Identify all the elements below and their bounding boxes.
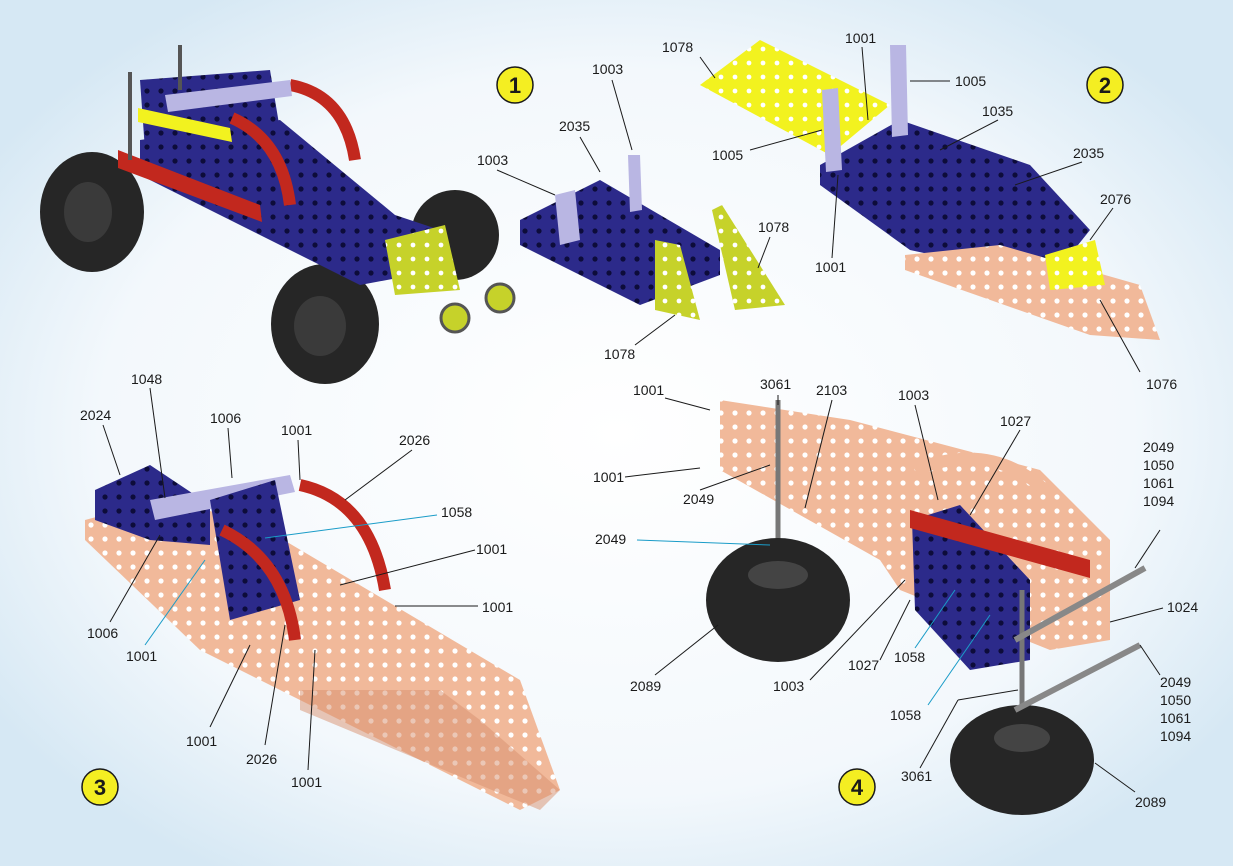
- part-label: 1001: [476, 541, 507, 557]
- step-badge-4: [838, 768, 876, 806]
- step-number-2: 2: [1099, 73, 1111, 98]
- step-badge-3: [81, 768, 119, 806]
- part-label: 3061: [901, 768, 932, 784]
- step-2-group: 2: [700, 40, 1160, 340]
- step4-navy-lattice: [912, 505, 1030, 670]
- part-label: 1027: [1000, 413, 1031, 429]
- part-label: 1003: [773, 678, 804, 694]
- step-number-1: 1: [509, 73, 521, 98]
- part-label: 1001: [815, 259, 846, 275]
- leader-lines: [102, 46, 1164, 793]
- step2-navy-plate: [820, 120, 1090, 280]
- part-label: 1078: [758, 219, 789, 235]
- part-label: 1027: [848, 657, 879, 673]
- chassis-red-arch-1: [288, 79, 361, 162]
- part-label: 1024: [1167, 599, 1198, 615]
- chassis-red-arch-2: [229, 112, 296, 206]
- part-label: 1001: [281, 422, 312, 438]
- part-label: 1006: [87, 625, 118, 641]
- part-label: 1003: [592, 61, 623, 77]
- part-label: 1006: [210, 410, 241, 426]
- part-label: 1001: [593, 469, 624, 485]
- part-label: 2076: [1100, 191, 1131, 207]
- part-label: 1001: [633, 382, 664, 398]
- step-1-group: 1: [496, 66, 785, 320]
- step-badge-1: [496, 66, 534, 104]
- part-label: 2089: [630, 678, 661, 694]
- step2-yellow-plate: [700, 40, 890, 155]
- part-label: 1058: [890, 707, 921, 723]
- part-label: 1061: [1143, 475, 1174, 491]
- part-label: 1061: [1160, 710, 1191, 726]
- part-label: 1001: [482, 599, 513, 615]
- chassis-yellow-strip: [138, 108, 232, 142]
- part-label: 2049: [1160, 674, 1191, 690]
- part-label: 1001: [845, 30, 876, 46]
- assembled-vehicle: [40, 45, 516, 384]
- front-small-wheel-2: [484, 282, 516, 314]
- part-label: 1094: [1160, 728, 1191, 744]
- part-label: 1094: [1143, 493, 1174, 509]
- part-label: 2103: [816, 382, 847, 398]
- part-label: 1058: [441, 504, 472, 520]
- part-label: 1001: [126, 648, 157, 664]
- step3-red-arch-2: [219, 524, 301, 641]
- part-number-labels: 1003 2035 1003 1078 1078 1078 1001 1005 …: [80, 30, 1198, 810]
- part-label: 1058: [894, 649, 925, 665]
- step-4-group: 4: [706, 400, 1147, 815]
- part-label: 1035: [982, 103, 1013, 119]
- step4-wheel-1: [706, 538, 850, 662]
- part-label: 2049: [1143, 439, 1174, 455]
- part-label: 1078: [662, 39, 693, 55]
- front-lime-bracket: [385, 225, 460, 295]
- part-label: 3061: [760, 376, 791, 392]
- front-small-wheel-1: [439, 302, 471, 334]
- part-label: 1001: [291, 774, 322, 790]
- step2-peach-plate: [905, 245, 1160, 340]
- step4-red-strip: [910, 510, 1090, 578]
- part-label: 2049: [595, 531, 626, 547]
- part-label: 1003: [898, 387, 929, 403]
- part-label: 1005: [955, 73, 986, 89]
- part-label: 2035: [1073, 145, 1104, 161]
- step3-red-arch-1: [298, 479, 391, 591]
- part-label: 2049: [683, 491, 714, 507]
- part-label: 1050: [1160, 692, 1191, 708]
- step-number-3: 3: [94, 775, 106, 800]
- part-label: 1003: [477, 152, 508, 168]
- part-label: 1001: [186, 733, 217, 749]
- part-label: 2026: [246, 751, 277, 767]
- part-label: 2035: [559, 118, 590, 134]
- part-label: 2089: [1135, 794, 1166, 810]
- step1-lime-triangle-2: [712, 205, 785, 310]
- part-label: 1078: [604, 346, 635, 362]
- step-badge-2: [1086, 66, 1124, 104]
- chassis-red-strip: [118, 150, 262, 222]
- part-label: 1076: [1146, 376, 1177, 392]
- part-label: 1048: [131, 371, 162, 387]
- step1-lime-triangle-1: [655, 240, 700, 320]
- part-label: 2024: [80, 407, 111, 423]
- step2-yellow-bracket: [1045, 240, 1105, 290]
- step-3-group: 3: [81, 465, 560, 810]
- step-number-4: 4: [851, 775, 864, 800]
- part-label: 1005: [712, 147, 743, 163]
- step4-wheel-2: [950, 705, 1094, 815]
- part-label: 2026: [399, 432, 430, 448]
- part-label: 1050: [1143, 457, 1174, 473]
